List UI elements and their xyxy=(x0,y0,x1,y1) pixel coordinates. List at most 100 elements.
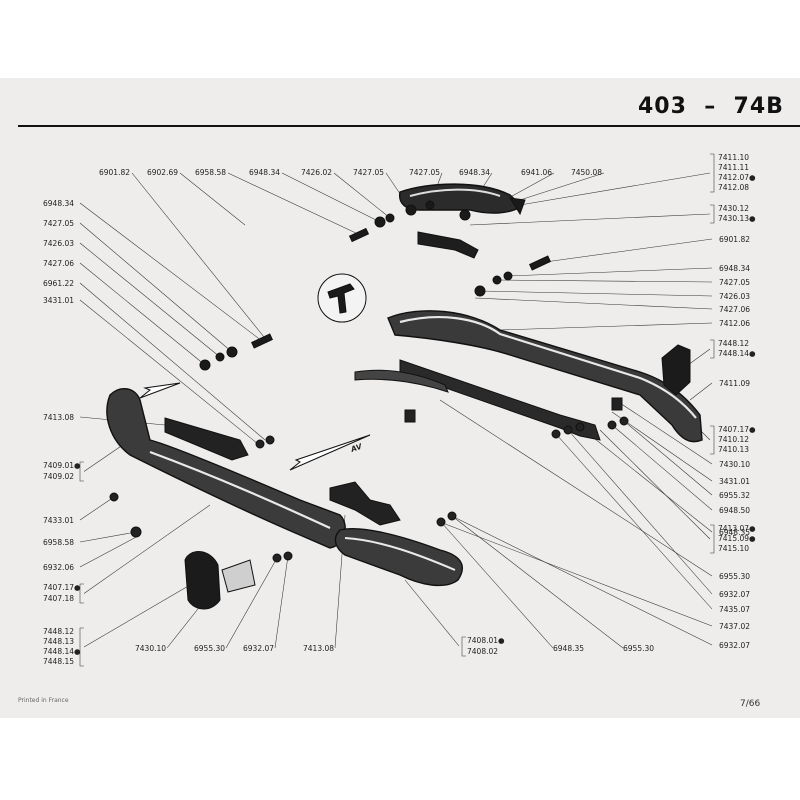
leader-line xyxy=(461,636,466,657)
top-fasteners xyxy=(348,197,526,243)
front-bumper-main xyxy=(106,388,346,549)
part-label-right: 3431.01 xyxy=(719,477,750,486)
leader-line xyxy=(519,172,711,206)
arrow-av xyxy=(289,434,371,471)
parts-drawing xyxy=(106,183,703,610)
leader-line xyxy=(440,521,554,649)
leader-line xyxy=(79,627,84,667)
page-number: 7/66 xyxy=(740,699,760,709)
part-label-bottom: 6955.30 xyxy=(194,644,225,653)
leader-line xyxy=(474,297,713,310)
leader-line xyxy=(710,425,715,455)
leader-line xyxy=(710,524,715,554)
part-label-right: 7430.10 xyxy=(719,460,750,469)
part-label-left: 7433.01 xyxy=(43,516,74,525)
part-label-right: 7412.06 xyxy=(719,319,750,328)
leader-line xyxy=(333,172,391,219)
leader-line xyxy=(611,411,713,482)
part-label-left-group: 7448.13 xyxy=(43,637,74,646)
part-label-bottom: 6948.35 xyxy=(553,644,584,653)
part-label-left-group: 7407.18 xyxy=(43,594,74,603)
part-label-right-group: 7448.14● xyxy=(718,349,756,358)
part-label-top: 6902.69 xyxy=(147,168,178,177)
part-label-right-group: 7430.12 xyxy=(718,204,749,213)
leader-line xyxy=(225,557,278,649)
page-title: 403 – 74B xyxy=(638,94,784,119)
leader-line xyxy=(469,213,711,226)
front-bracket-left xyxy=(164,417,249,461)
leader-line xyxy=(451,515,713,646)
rubber-strip xyxy=(354,369,449,393)
part-label-left: 7427.05 xyxy=(43,219,74,228)
leader-line xyxy=(79,496,115,521)
leader-line xyxy=(599,429,711,540)
part-label-top: 6948.34 xyxy=(459,168,490,177)
part-label-left-group: 7448.14● xyxy=(43,647,81,656)
leader-line xyxy=(555,433,713,610)
part-label-left-group: 7448.12 xyxy=(43,627,74,636)
leader-line xyxy=(281,172,381,223)
part-label-bottom: 6955.30 xyxy=(623,644,654,653)
part-label-top: 7426.02 xyxy=(301,168,332,177)
leader-line xyxy=(611,424,713,511)
part-label-left-group: 7409.02 xyxy=(43,472,74,481)
part-label-right: 6955.30 xyxy=(719,572,750,581)
leader-line xyxy=(451,515,624,649)
part-label-right-group: 7412.07● xyxy=(718,173,756,182)
leader-line xyxy=(83,584,191,648)
part-label-right-group: 7410.12 xyxy=(718,435,749,444)
part-label-bottom: 7430.10 xyxy=(135,644,166,653)
part-label-right-group: 7410.13 xyxy=(718,445,749,454)
part-label-top: 6958.58 xyxy=(195,168,226,177)
leader-line xyxy=(79,282,266,441)
leader-line xyxy=(710,339,715,359)
rear-bracket xyxy=(417,231,479,259)
leader-line xyxy=(496,279,713,283)
part-label-left: 6958.58 xyxy=(43,538,74,547)
part-label-right: 7437.02 xyxy=(719,622,750,631)
leader-line xyxy=(710,204,715,224)
leader-line xyxy=(687,348,711,366)
part-label-right: 6948.34 xyxy=(719,264,750,273)
part-label-right-group: 7407.17● xyxy=(718,425,756,434)
part-label-right: 7427.06 xyxy=(719,305,750,314)
part-label-right-group: 7430.13● xyxy=(718,214,756,223)
leader-line xyxy=(544,238,713,263)
leader-line xyxy=(83,504,211,594)
part-label-left-group: 7409.01● xyxy=(43,461,81,470)
leader-line xyxy=(274,555,289,649)
part-label-left: 7426.03 xyxy=(43,239,74,248)
header-rule xyxy=(18,125,800,127)
part-label-top: 6941.06 xyxy=(521,168,552,177)
front-bumper-center xyxy=(334,528,463,587)
part-label-top: 7427.05 xyxy=(409,168,440,177)
part-label-right: 6932.07 xyxy=(719,590,750,599)
part-label-left: 7427.06 xyxy=(43,259,74,268)
part-label-top: 7427.05 xyxy=(353,168,384,177)
leader-line xyxy=(689,382,713,401)
part-label-right: 7435.07 xyxy=(719,605,750,614)
leader-line xyxy=(479,290,713,297)
left-fasteners xyxy=(199,333,273,371)
leader-line xyxy=(79,299,259,445)
part-label-right: 6948.50 xyxy=(719,506,750,515)
part-label-right: 6948.35 xyxy=(719,528,750,537)
leader-line xyxy=(504,172,555,201)
part-label-right: 7426.03 xyxy=(719,292,750,301)
part-label-top: 6948.34 xyxy=(249,168,280,177)
part-label-left-group: 7448.15 xyxy=(43,657,74,666)
leader-line xyxy=(79,461,84,482)
leader-line xyxy=(131,172,269,343)
leader-line xyxy=(79,531,137,543)
part-label-right-group: 7412.08 xyxy=(718,183,749,192)
part-label-left: 6961.22 xyxy=(43,279,74,288)
right-fasteners xyxy=(474,255,551,297)
printed-note: Printed in France xyxy=(18,697,69,704)
front-bracket-center xyxy=(329,481,401,526)
leader-line xyxy=(439,399,713,577)
part-label-right: 7427.05 xyxy=(719,278,750,287)
leader-line xyxy=(79,222,233,353)
part-label-right-group: 7415.10 xyxy=(718,544,749,553)
